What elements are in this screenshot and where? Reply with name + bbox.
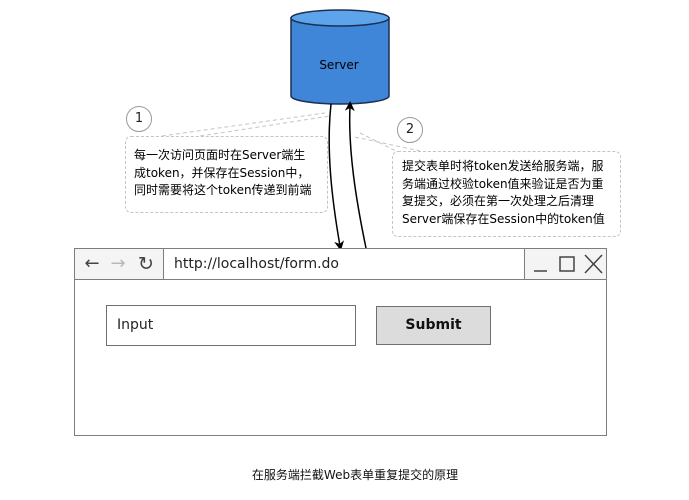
server-cylinder xyxy=(290,9,390,105)
arrow-server-to-browser xyxy=(328,103,345,251)
server-label: Server xyxy=(319,58,359,72)
step-2-line: Server端保存在Session中的token值 xyxy=(402,211,605,226)
form-input[interactable]: Input xyxy=(106,305,356,346)
callout-1-connector xyxy=(161,112,331,137)
step-1-note: 每一次访问页面时在Server端生 成token，并保存在Session中， 同… xyxy=(125,136,328,213)
step-1-badge: 1 xyxy=(126,106,152,132)
close-icon[interactable] xyxy=(580,249,607,279)
address-bar[interactable]: http://localhost/form.do xyxy=(163,249,525,279)
maximize-icon[interactable] xyxy=(554,249,581,279)
step-2-badge: 2 xyxy=(397,117,423,143)
submit-button[interactable]: Submit xyxy=(376,306,491,345)
back-arrow-icon[interactable]: ← xyxy=(84,253,100,274)
forward-arrow-icon[interactable]: → xyxy=(110,253,126,274)
minimize-icon[interactable] xyxy=(527,249,554,279)
step-1-line: 成token，并保存在Session中， xyxy=(134,165,310,180)
browser-window: ← → ↻ http://localhost/form.do Input Sub… xyxy=(74,248,607,436)
step-2-line: 复提交，必须在第一次处理之后清理 xyxy=(402,194,595,208)
step-2-line: 提交表单时将token发送给服务端，服 xyxy=(402,159,604,173)
diagram-caption: 在服务端拦截Web表单重复提交的原理 xyxy=(251,468,459,482)
step-2-line: 务端通过校验token值来验证是否为重 xyxy=(402,176,604,191)
callout-2-connector xyxy=(354,132,421,152)
step-1-line: 每一次访问页面时在Server端生 xyxy=(134,148,306,162)
arrow-browser-to-server xyxy=(344,101,367,249)
step-1-line: 同时需要将这个token传递到前端 xyxy=(134,183,312,197)
step-2-note: 提交表单时将token发送给服务端，服 务端通过校验token值来验证是否为重 … xyxy=(392,151,621,237)
reload-icon[interactable]: ↻ xyxy=(138,253,154,275)
browser-toolbar: ← → ↻ http://localhost/form.do xyxy=(75,249,606,280)
